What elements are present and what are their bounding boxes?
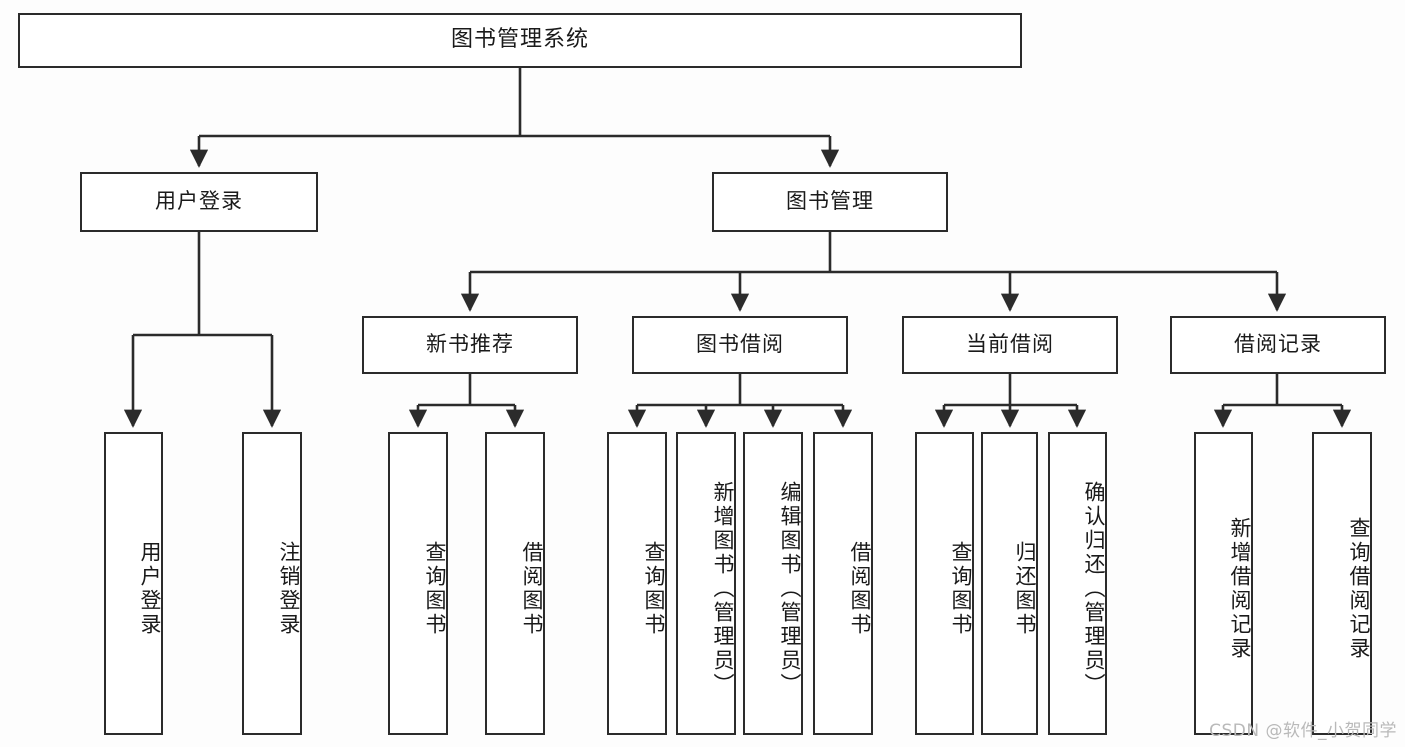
node-book-management[interactable]: 图书管理 [712,172,948,232]
leaf-return-book[interactable]: 归还图书 [981,432,1038,735]
leaf-query-book-borrow[interactable]: 查询图书 [607,432,667,735]
node-root-library-system[interactable]: 图书管理系统 [18,13,1022,68]
leaf-add-book-admin[interactable]: 新增图书（管理员） [676,432,736,735]
leaf-logout[interactable]: 注销登录 [242,432,302,735]
leaf-edit-book-admin[interactable]: 编辑图书（管理员） [743,432,803,735]
leaf-user-login[interactable]: 用户登录 [104,432,163,735]
node-book-borrow[interactable]: 图书借阅 [632,316,848,374]
node-current-borrow[interactable]: 当前借阅 [902,316,1118,374]
leaf-confirm-return-admin[interactable]: 确认归还（管理员） [1048,432,1107,735]
node-borrow-record[interactable]: 借阅记录 [1170,316,1386,374]
node-user-login[interactable]: 用户登录 [80,172,318,232]
leaf-borrow-book-newbook[interactable]: 借阅图书 [485,432,545,735]
leaf-query-book-current[interactable]: 查询图书 [915,432,974,735]
leaf-add-borrow-record[interactable]: 新增借阅记录 [1194,432,1253,735]
csdn-watermark: CSDN @软件_小贺同学 [1209,721,1397,741]
leaf-borrow-book[interactable]: 借阅图书 [813,432,873,735]
node-new-book-recommend[interactable]: 新书推荐 [362,316,578,374]
leaf-query-book-newbook[interactable]: 查询图书 [388,432,448,735]
leaf-query-borrow-record[interactable]: 查询借阅记录 [1312,432,1372,735]
